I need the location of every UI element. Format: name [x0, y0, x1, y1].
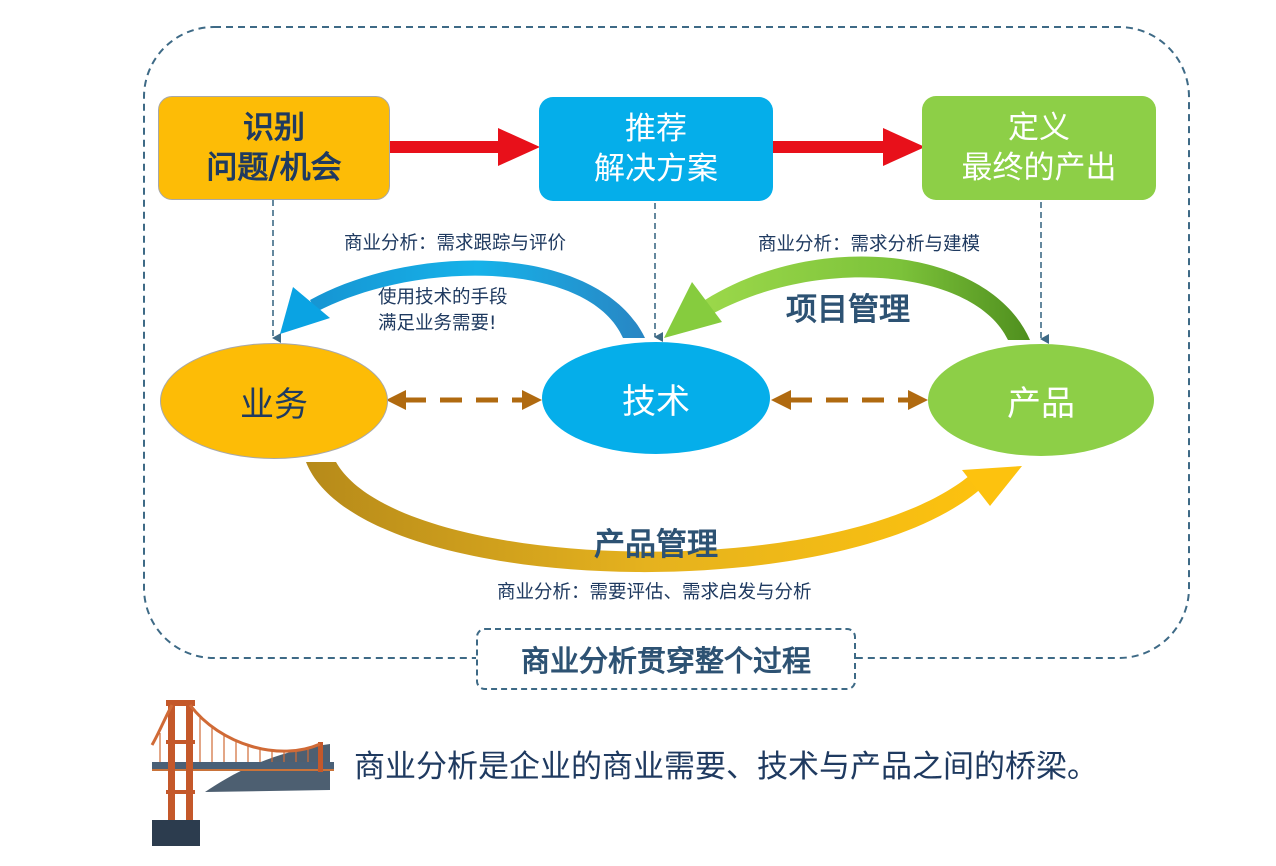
box-recommend-solution: 推荐 解决方案 [539, 97, 773, 201]
bridge-illustration [150, 700, 334, 846]
box-identify-line2: 问题/机会 [206, 150, 342, 186]
red-arrow-identify-to-recommend [388, 128, 540, 166]
dashed-arrow-business-technology [386, 390, 542, 410]
box-define-line2: 最终的产出 [961, 150, 1117, 186]
node-technology-label: 技术 [622, 381, 690, 422]
box-recommend-line2: 解决方案 [594, 151, 718, 187]
red-arrow-recommend-to-define [773, 128, 925, 166]
node-business-label: 业务 [240, 384, 308, 425]
label-tech-means-line1: 使用技术的手段 [378, 287, 508, 308]
box-identify-problem: 识别 问题/机会 [158, 96, 390, 200]
node-technology: 技术 [542, 342, 770, 454]
blue-curved-arrow [310, 260, 645, 338]
label-project-management: 项目管理 [786, 292, 910, 328]
node-product: 产品 [928, 344, 1154, 456]
footer-summary-text: 商业分析贯穿整个过程 [520, 644, 811, 678]
node-product-label: 产品 [1007, 383, 1075, 424]
label-ba-evaluation: 商业分析：需要评估、需求启发与分析 [497, 582, 812, 603]
box-define-line1: 定义 [1008, 109, 1070, 146]
label-tech-means-line2: 满足业务需要! [378, 313, 497, 334]
blue-curved-arrowhead [280, 287, 330, 334]
footer-summary-box: 商业分析贯穿整个过程 [476, 628, 856, 690]
bridge-caption: 商业分析是企业的商业需要、技术与产品之间的桥梁。 [354, 749, 1098, 785]
box-define-output: 定义 最终的产出 [922, 96, 1156, 200]
green-curved-arrowhead [664, 282, 722, 338]
gold-curved-arrowhead [962, 466, 1022, 506]
gold-curved-arrow [306, 462, 988, 573]
node-business: 业务 [160, 343, 388, 459]
box-recommend-line1: 推荐 [625, 110, 687, 147]
label-ba-modeling: 商业分析：需求分析与建模 [758, 234, 981, 255]
label-ba-tracking: 商业分析：需求跟踪与评价 [344, 233, 567, 254]
dashed-arrow-technology-product [771, 390, 928, 410]
green-curved-arrow [705, 256, 1030, 340]
box-identify-line1: 识别 [243, 109, 305, 146]
label-product-management: 产品管理 [594, 527, 718, 563]
